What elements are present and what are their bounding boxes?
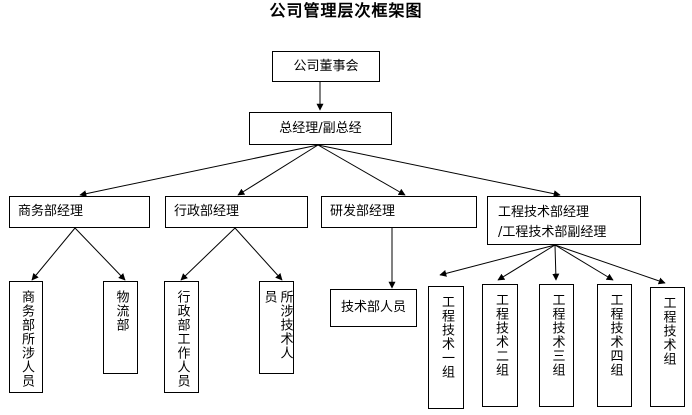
- engineering-deputy-label: /工程技术部副经理: [498, 225, 607, 240]
- arrow-eng-group2: [497, 244, 556, 281]
- business-manager-label: 商务部经理: [18, 204, 84, 219]
- eng-group2-label: 工程技术二组: [493, 293, 508, 377]
- arrow-business-logistics: [74, 227, 126, 281]
- eng-group3-box: 工程技术三组: [539, 284, 574, 407]
- arrow-eng-group4: [554, 244, 614, 281]
- board-label: 公司董事会: [293, 58, 359, 74]
- admin-manager-label: 行政部经理: [174, 204, 240, 219]
- arrow-admin-tech: [234, 227, 283, 281]
- admin-staff-box: 行政部工作人员: [164, 281, 199, 393]
- tech-dept-staff-box: 技术部人员: [330, 289, 417, 327]
- arrow-business-staff: [31, 227, 76, 281]
- business-staff-box: 商务部所涉人员: [9, 281, 43, 393]
- admin-manager-box: 行政部经理: [165, 196, 308, 228]
- eng-group4-box: 工程技术四组: [597, 284, 632, 407]
- general-manager-box: 总经理/副总经: [249, 112, 392, 145]
- arrow-gm-eng: [317, 144, 561, 198]
- page-title: 公司管理层次框架图: [269, 1, 423, 20]
- rnd-manager-label: 研发部经理: [330, 204, 396, 219]
- eng-group3-label: 工程技术三组: [549, 293, 565, 377]
- eng-group1-label: 工程技术一组: [439, 295, 454, 379]
- arrow-gm-rnd: [317, 144, 406, 196]
- arrow-gm-business: [79, 144, 319, 198]
- admin-tech-staff-box: 所涉技术人员: [259, 281, 294, 374]
- business-manager-box: 商务部经理: [9, 196, 150, 228]
- admin-tech-staff-label: 所涉技术人员: [261, 290, 293, 360]
- logistics-box: 物流部: [103, 281, 138, 374]
- engineering-manager-label: 工程技术部经理: [498, 205, 590, 220]
- arrow-eng-group3: [552, 244, 560, 281]
- rnd-manager-box: 研发部经理: [321, 196, 477, 228]
- eng-group4-label: 工程技术四组: [607, 293, 623, 377]
- general-manager-label: 总经理/副总经: [279, 120, 362, 136]
- eng-group5-label: 工程技术组: [660, 296, 676, 366]
- eng-group1-box: 工程技术一组: [428, 286, 464, 409]
- eng-group5-box: 工程技术组: [650, 287, 685, 407]
- arrow-eng-group1: [439, 244, 556, 277]
- engineering-manager-box: 工程技术部经理 /工程技术部副经理: [487, 196, 641, 245]
- eng-group2-box: 工程技术二组: [482, 284, 518, 407]
- arrow-gm-admin: [237, 144, 319, 196]
- logistics-label: 物流部: [113, 290, 129, 332]
- arrow-admin-staff: [180, 227, 236, 281]
- board-box: 公司董事会: [272, 51, 380, 82]
- admin-staff-label: 行政部工作人员: [174, 290, 190, 388]
- arrow-eng-group5: [554, 244, 666, 285]
- business-staff-label: 商务部所涉人员: [19, 290, 34, 388]
- tech-dept-staff-label: 技术部人员: [340, 300, 406, 315]
